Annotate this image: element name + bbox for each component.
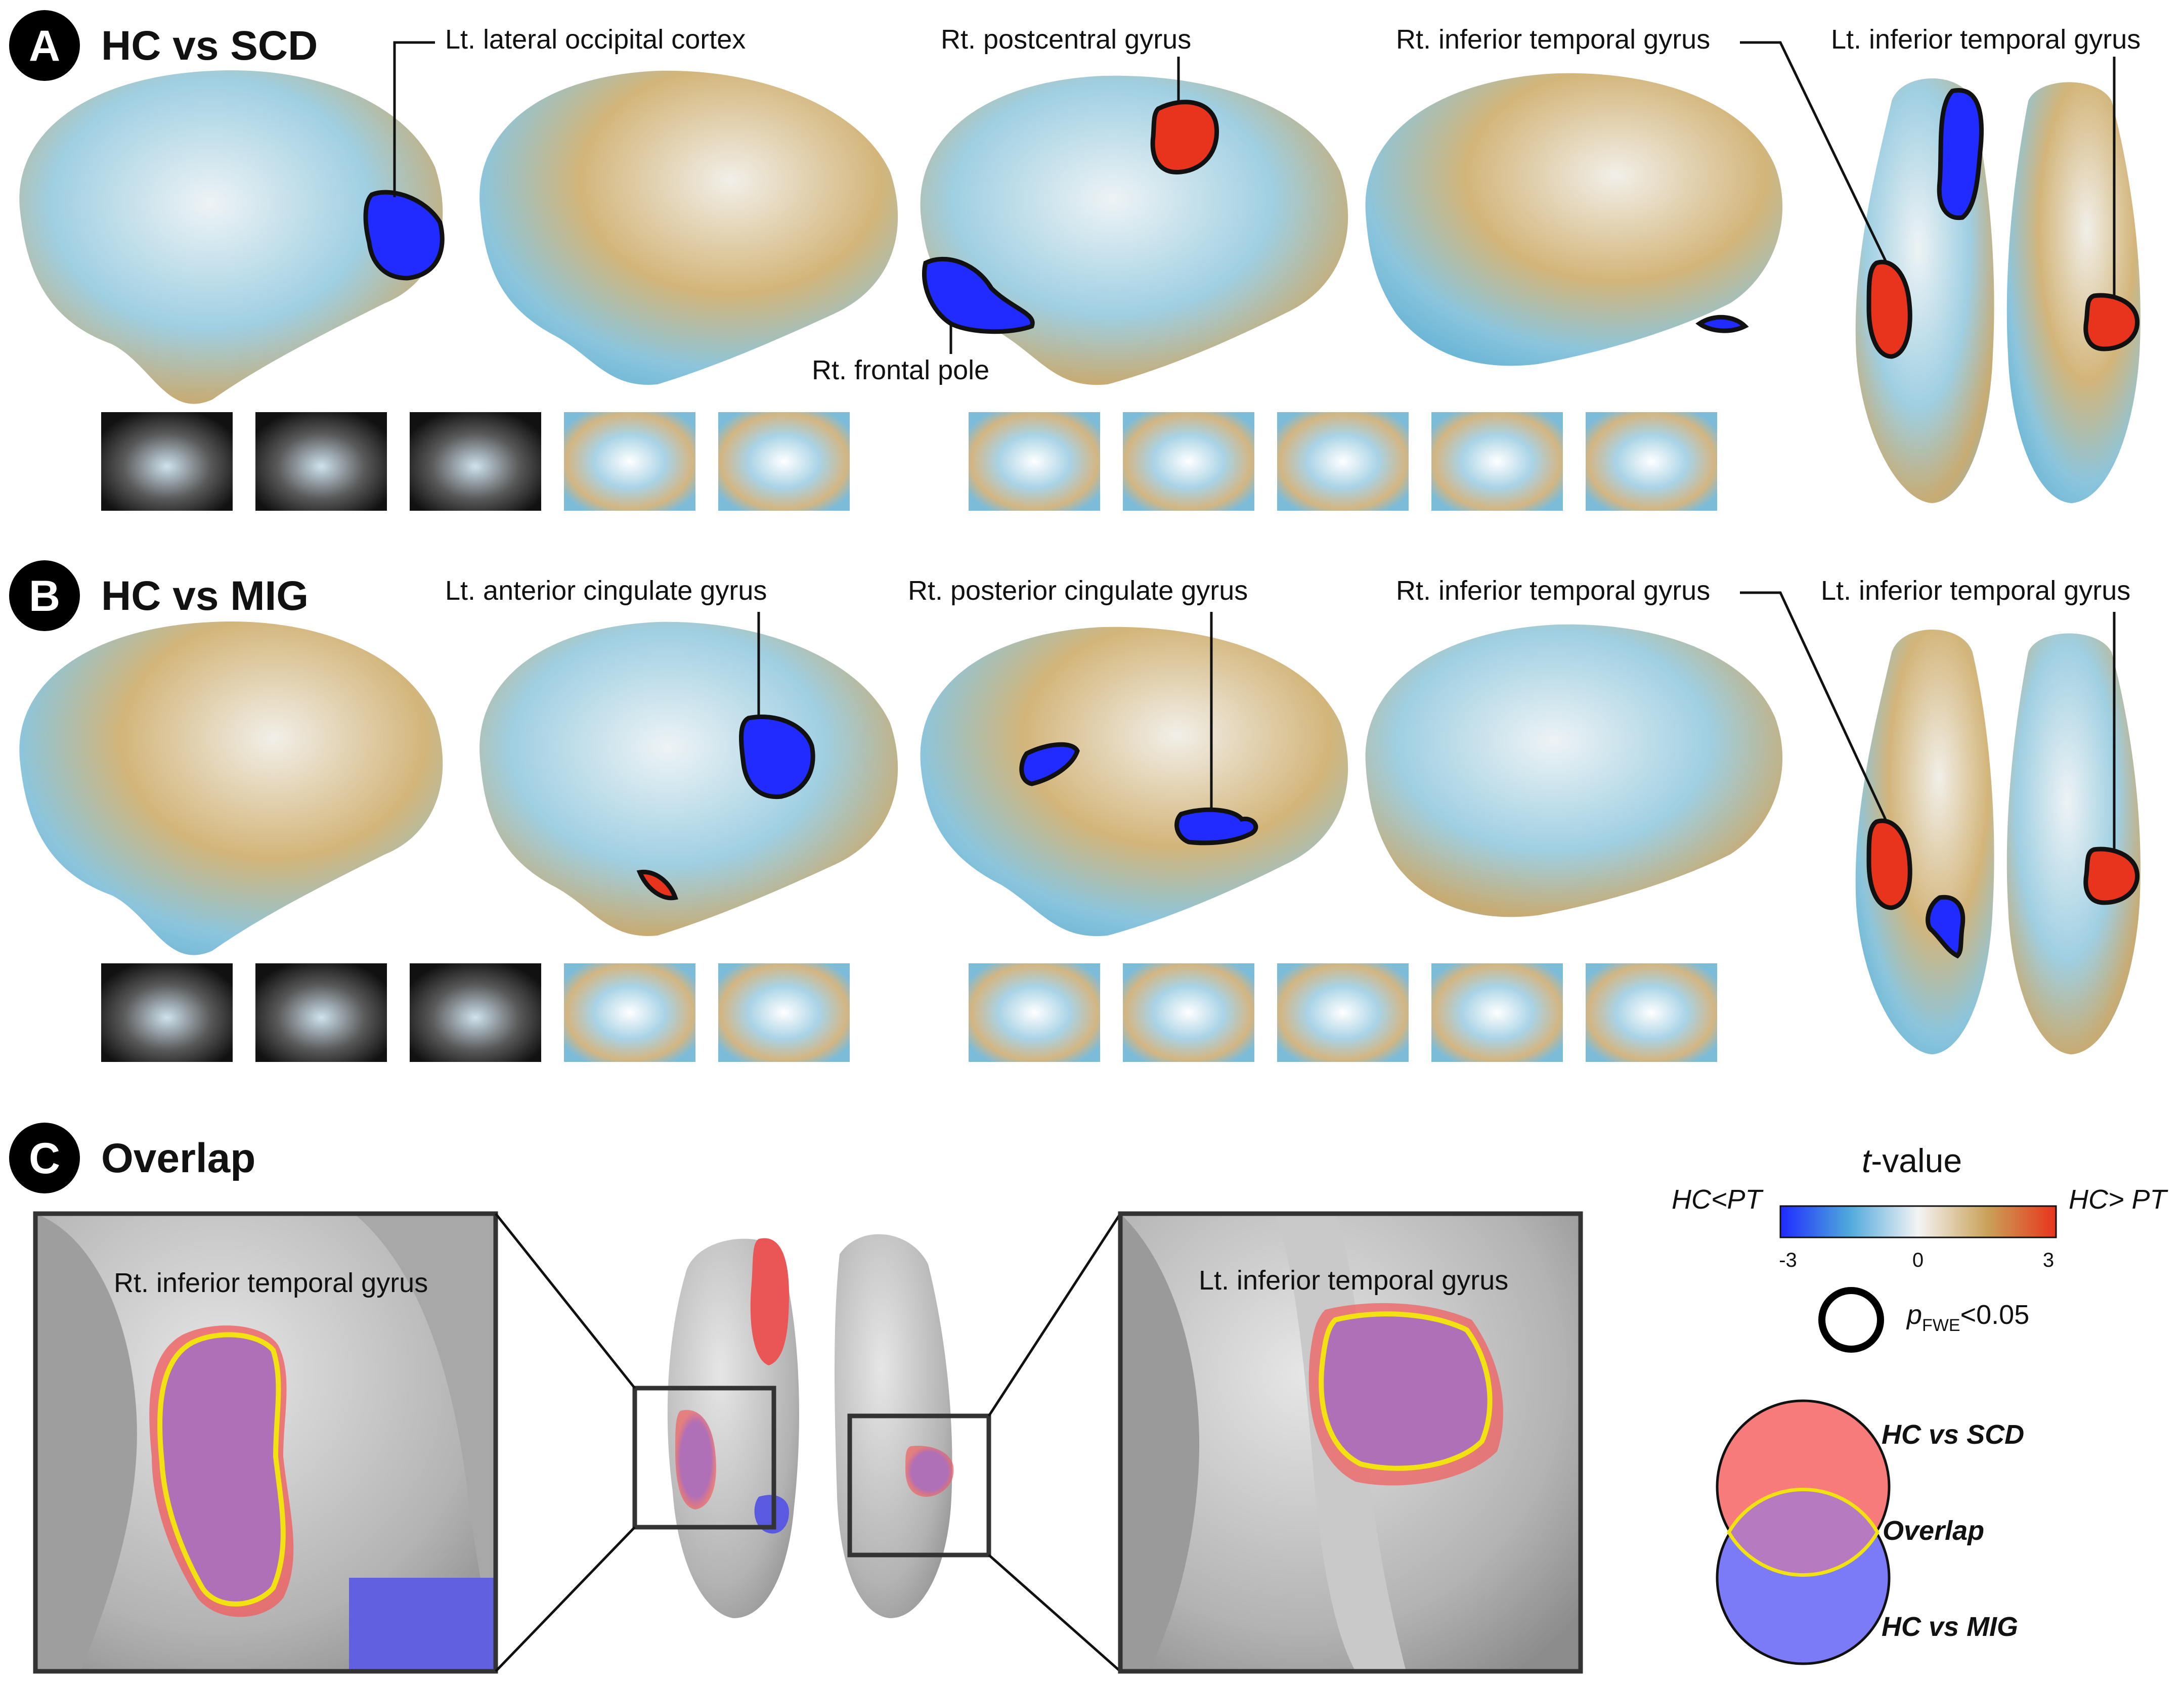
tick-mid: 0 bbox=[1912, 1249, 1924, 1271]
zoom-box-lt bbox=[847, 1413, 991, 1558]
label-b-rt-posterior-cingulate: Rt. posterior cingulate gyrus bbox=[908, 575, 1248, 606]
panel-a-badge bbox=[9, 10, 80, 81]
panel-c-badge bbox=[9, 1123, 80, 1193]
leader-a-rt-inf-temporal bbox=[1740, 41, 1888, 264]
legend-title-italic: t bbox=[1862, 1142, 1872, 1179]
panel-a-title: HC vs SCD bbox=[101, 23, 318, 69]
panel-a-ventral-brains bbox=[1855, 78, 2141, 503]
legend-title-rest: -value bbox=[1871, 1142, 1962, 1179]
panel-b-lateral-right-brain bbox=[1365, 624, 1783, 917]
cluster-b-medial-right-upper bbox=[1019, 742, 1080, 786]
tick-max: 3 bbox=[2043, 1249, 2054, 1271]
sig-p: p bbox=[1906, 1300, 1922, 1330]
panel-b-lateral-left-brain bbox=[19, 621, 443, 955]
tick-min: -3 bbox=[1779, 1249, 1797, 1271]
cluster-lt-lateral-occipital bbox=[363, 190, 445, 281]
label-c-lt-inferior-temporal: Lt. inferior temporal gyrus bbox=[1199, 1265, 1508, 1296]
panel-c-letter: C bbox=[29, 1134, 60, 1183]
panel-b-letter: B bbox=[29, 572, 60, 620]
label-b-lt-anterior-cingulate: Lt. anterior cingulate gyrus bbox=[445, 575, 767, 606]
panel-a-lateral-left-brain bbox=[19, 70, 676, 404]
cluster-a-rt-inferior-temporal bbox=[1866, 259, 1912, 359]
legend: t-value HC<PT HC> PT -3 0 3 pFWE<0.05 HC… bbox=[1672, 1142, 2169, 1665]
leader-a-occipital bbox=[393, 41, 435, 197]
panel-b-ventral-brains bbox=[1855, 630, 2141, 1054]
venn-diagram bbox=[1716, 1399, 1891, 1665]
panel-c-title: Overlap bbox=[101, 1135, 255, 1181]
panel-b: B HC vs MIG Lt. anterior cingulate gyrus… bbox=[9, 560, 2141, 1062]
cluster-a-lateral-right-small bbox=[1695, 315, 1749, 333]
label-b-rt-inferior-temporal: Rt. inferior temporal gyrus bbox=[1396, 575, 1710, 606]
venn-label-mig: HC vs MIG bbox=[1882, 1612, 2018, 1642]
overlap-ventral-brains bbox=[495, 1213, 1122, 1672]
cluster-b-rt-inferior-temporal bbox=[1866, 818, 1912, 910]
leader-b-rt-inf-temporal bbox=[1740, 591, 1888, 823]
label-a-rt-frontal-pole: Rt. frontal pole bbox=[812, 355, 989, 385]
cluster-lt-anterior-cingulate bbox=[739, 714, 815, 799]
sig-sub: FWE bbox=[1922, 1316, 1960, 1335]
cluster-rt-postcentral bbox=[1150, 100, 1219, 174]
panel-a-letter: A bbox=[29, 22, 60, 70]
panel-a-lateral-right-brain bbox=[1365, 73, 1783, 366]
panel-a-medial-right-brain bbox=[920, 75, 1348, 385]
label-a-lt-lateral-occipital: Lt. lateral occipital cortex bbox=[445, 24, 746, 55]
label-a-lt-inferior-temporal: Lt. inferior temporal gyrus bbox=[1831, 24, 2141, 55]
legend-right-label: HC> PT bbox=[2069, 1184, 2169, 1215]
cluster-a-lt-inferior-temporal bbox=[2083, 293, 2140, 351]
label-b-lt-inferior-temporal: Lt. inferior temporal gyrus bbox=[1821, 575, 2130, 606]
zoom-rt-inferior-temporal: Rt. inferior temporal gyrus bbox=[33, 1211, 498, 1674]
overlap-outline-lt bbox=[1319, 1311, 1493, 1471]
label-a-rt-postcentral: Rt. postcentral gyrus bbox=[941, 24, 1191, 55]
panel-a-slices bbox=[101, 412, 1717, 511]
overlap-outline-rt bbox=[157, 1332, 286, 1607]
cluster-rt-frontal-pole bbox=[922, 256, 1035, 334]
panel-b-slices bbox=[101, 963, 1717, 1062]
cluster-b-ventral-blue bbox=[1926, 895, 1965, 959]
cluster-rt-posterior-cingulate bbox=[1174, 807, 1258, 846]
legend-title: t-value bbox=[1862, 1142, 1962, 1179]
significance-ring bbox=[1818, 1287, 1884, 1353]
cluster-b-medial-small bbox=[636, 869, 678, 901]
zoom-box-rt bbox=[632, 1386, 776, 1530]
venn-label-scd: HC vs SCD bbox=[1882, 1419, 2024, 1450]
panel-b-badge bbox=[9, 560, 80, 631]
label-c-rt-inferior-temporal: Rt. inferior temporal gyrus bbox=[114, 1268, 428, 1298]
panel-b-medial-left-brain bbox=[479, 621, 898, 936]
panel-c: C Overlap Rt. inferior temporal gyrus bbox=[9, 1123, 1583, 1674]
cluster-b-lt-inferior-temporal bbox=[2083, 847, 2140, 905]
panel-a-medial-left-brain bbox=[479, 70, 898, 385]
colorbar bbox=[1779, 1205, 2057, 1238]
label-a-rt-inferior-temporal: Rt. inferior temporal gyrus bbox=[1396, 24, 1710, 55]
significance-label: pFWE<0.05 bbox=[1906, 1300, 2029, 1335]
cluster-a-ventral-blue bbox=[1937, 88, 1984, 220]
panel-b-medial-right-brain bbox=[920, 627, 1348, 937]
sig-rest: <0.05 bbox=[1960, 1300, 2030, 1330]
venn-label-overlap: Overlap bbox=[1883, 1516, 1984, 1546]
legend-left-label: HC<PT bbox=[1672, 1184, 1764, 1215]
zoom-lt-inferior-temporal: Lt. inferior temporal gyrus bbox=[1118, 1211, 1583, 1674]
panel-b-title: HC vs MIG bbox=[101, 573, 309, 619]
panel-a: A HC vs SCD Lt. lateral occipita bbox=[9, 10, 2141, 511]
